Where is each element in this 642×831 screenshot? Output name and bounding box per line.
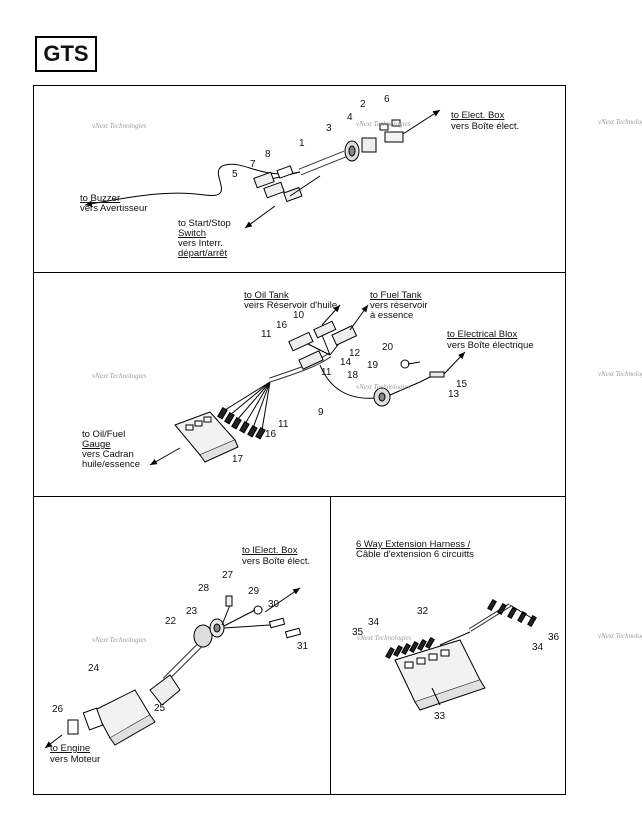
part-number: 5	[232, 169, 238, 180]
watermark: vNext Technologies	[598, 632, 642, 640]
part-number: 10	[293, 310, 305, 321]
diagram-frame	[33, 85, 566, 795]
label-to-oil-fuel: to Oil/Fuel	[82, 429, 126, 440]
label-depart-arret: départ/arrêt	[178, 248, 228, 259]
label-to-oil-tank: to Oil Tank	[244, 290, 289, 301]
part-number: 9	[318, 407, 324, 418]
label-cable-extension: Câble d'extension 6 circuitts	[356, 549, 474, 560]
label-vers-reservoir: vers réservoir	[370, 300, 428, 311]
label-to-elect-box: to Elect. Box	[451, 110, 505, 121]
watermark: vNext Technologies	[356, 383, 411, 391]
label-vers-avertisseur: vers Avertisseur	[80, 203, 148, 214]
section-divider-2	[33, 496, 566, 497]
part-number: 1	[299, 138, 305, 149]
part-number: 14	[340, 357, 352, 368]
label-vers-reservoir-huile: veirs Réservoir d'huile	[244, 300, 338, 311]
label-to-elect-box-2: to lElect. Box	[242, 545, 298, 556]
part-number: 30	[268, 599, 280, 610]
part-number: 15	[456, 379, 468, 390]
watermark: vNext Technologies	[356, 120, 411, 128]
part-number: 28	[198, 583, 210, 594]
part-number: 34	[368, 617, 380, 628]
watermark: vNext Technologies	[92, 122, 147, 130]
part-number: 11	[278, 419, 289, 430]
part-number: 31	[297, 641, 309, 652]
label-vers-boite-elect: vers Boîte élect.	[451, 121, 520, 132]
watermark: vNext Technologies	[357, 634, 412, 642]
part-number: 8	[265, 149, 271, 160]
part-number: 17	[232, 454, 244, 465]
part-number: 18	[347, 370, 359, 381]
section-divider-1	[33, 272, 566, 273]
part-number: 11	[261, 329, 272, 340]
part-number: 12	[349, 348, 361, 359]
part-number: 24	[88, 663, 100, 674]
part-number: 25	[154, 703, 166, 714]
part-number: 36	[548, 632, 560, 643]
label-vers-interr: vers Interr.	[178, 238, 223, 249]
label-to-electrical-box: to Electrical Blox	[447, 329, 518, 340]
part-number: 27	[222, 570, 234, 581]
part-number: 35	[352, 627, 364, 638]
label-to-buzzer: to Buzzer	[80, 193, 121, 204]
part-number: 16	[276, 320, 288, 331]
label-to-start-stop: to Start/Stop	[178, 218, 231, 229]
label-vers-boite-elect-2: vers Boîte élect.	[242, 556, 311, 567]
part-number: 2	[360, 99, 366, 110]
part-number: 33	[434, 711, 446, 722]
watermark: vNext Technologies	[598, 118, 642, 126]
watermark: vNext Technologies	[92, 372, 147, 380]
label-huile-essence: huile/essence	[82, 459, 141, 470]
section-divider-vertical	[330, 496, 331, 795]
label-to-fuel-tank: to Fuel Tank	[370, 290, 422, 301]
part-number: 29	[248, 586, 260, 597]
part-number: 26	[52, 704, 64, 715]
part-number: 6	[384, 94, 390, 105]
part-number: 23	[186, 606, 198, 617]
part-number: 32	[417, 606, 429, 617]
label-vers-moteur: vers Moteur	[50, 754, 101, 765]
label-to-engine: to Engine	[50, 743, 91, 754]
part-number: 7	[250, 159, 256, 170]
part-number: 3	[326, 123, 332, 134]
part-number: 19	[367, 360, 379, 371]
part-number: 11	[321, 367, 332, 378]
label-6-way-extension: 6 Way Extension Harness /	[356, 539, 471, 550]
part-number: 22	[165, 616, 177, 627]
label-switch: Switch	[178, 228, 206, 239]
page-title: GTS	[35, 36, 97, 72]
label-vers-boite-electrique: vers Boîte électrique	[447, 340, 534, 351]
label-gauge: Gauge	[82, 439, 111, 450]
part-number: 20	[382, 342, 394, 353]
watermark: vNext Technologies	[598, 370, 642, 378]
label-vers-cadran: vers Cadran	[82, 449, 134, 460]
part-number: 34	[532, 642, 544, 653]
part-number: 4	[347, 112, 353, 123]
label-a-essence: à essence	[370, 310, 414, 321]
part-number: 13	[448, 389, 460, 400]
watermark: vNext Technologies	[92, 636, 147, 644]
part-number: 16	[265, 429, 277, 440]
